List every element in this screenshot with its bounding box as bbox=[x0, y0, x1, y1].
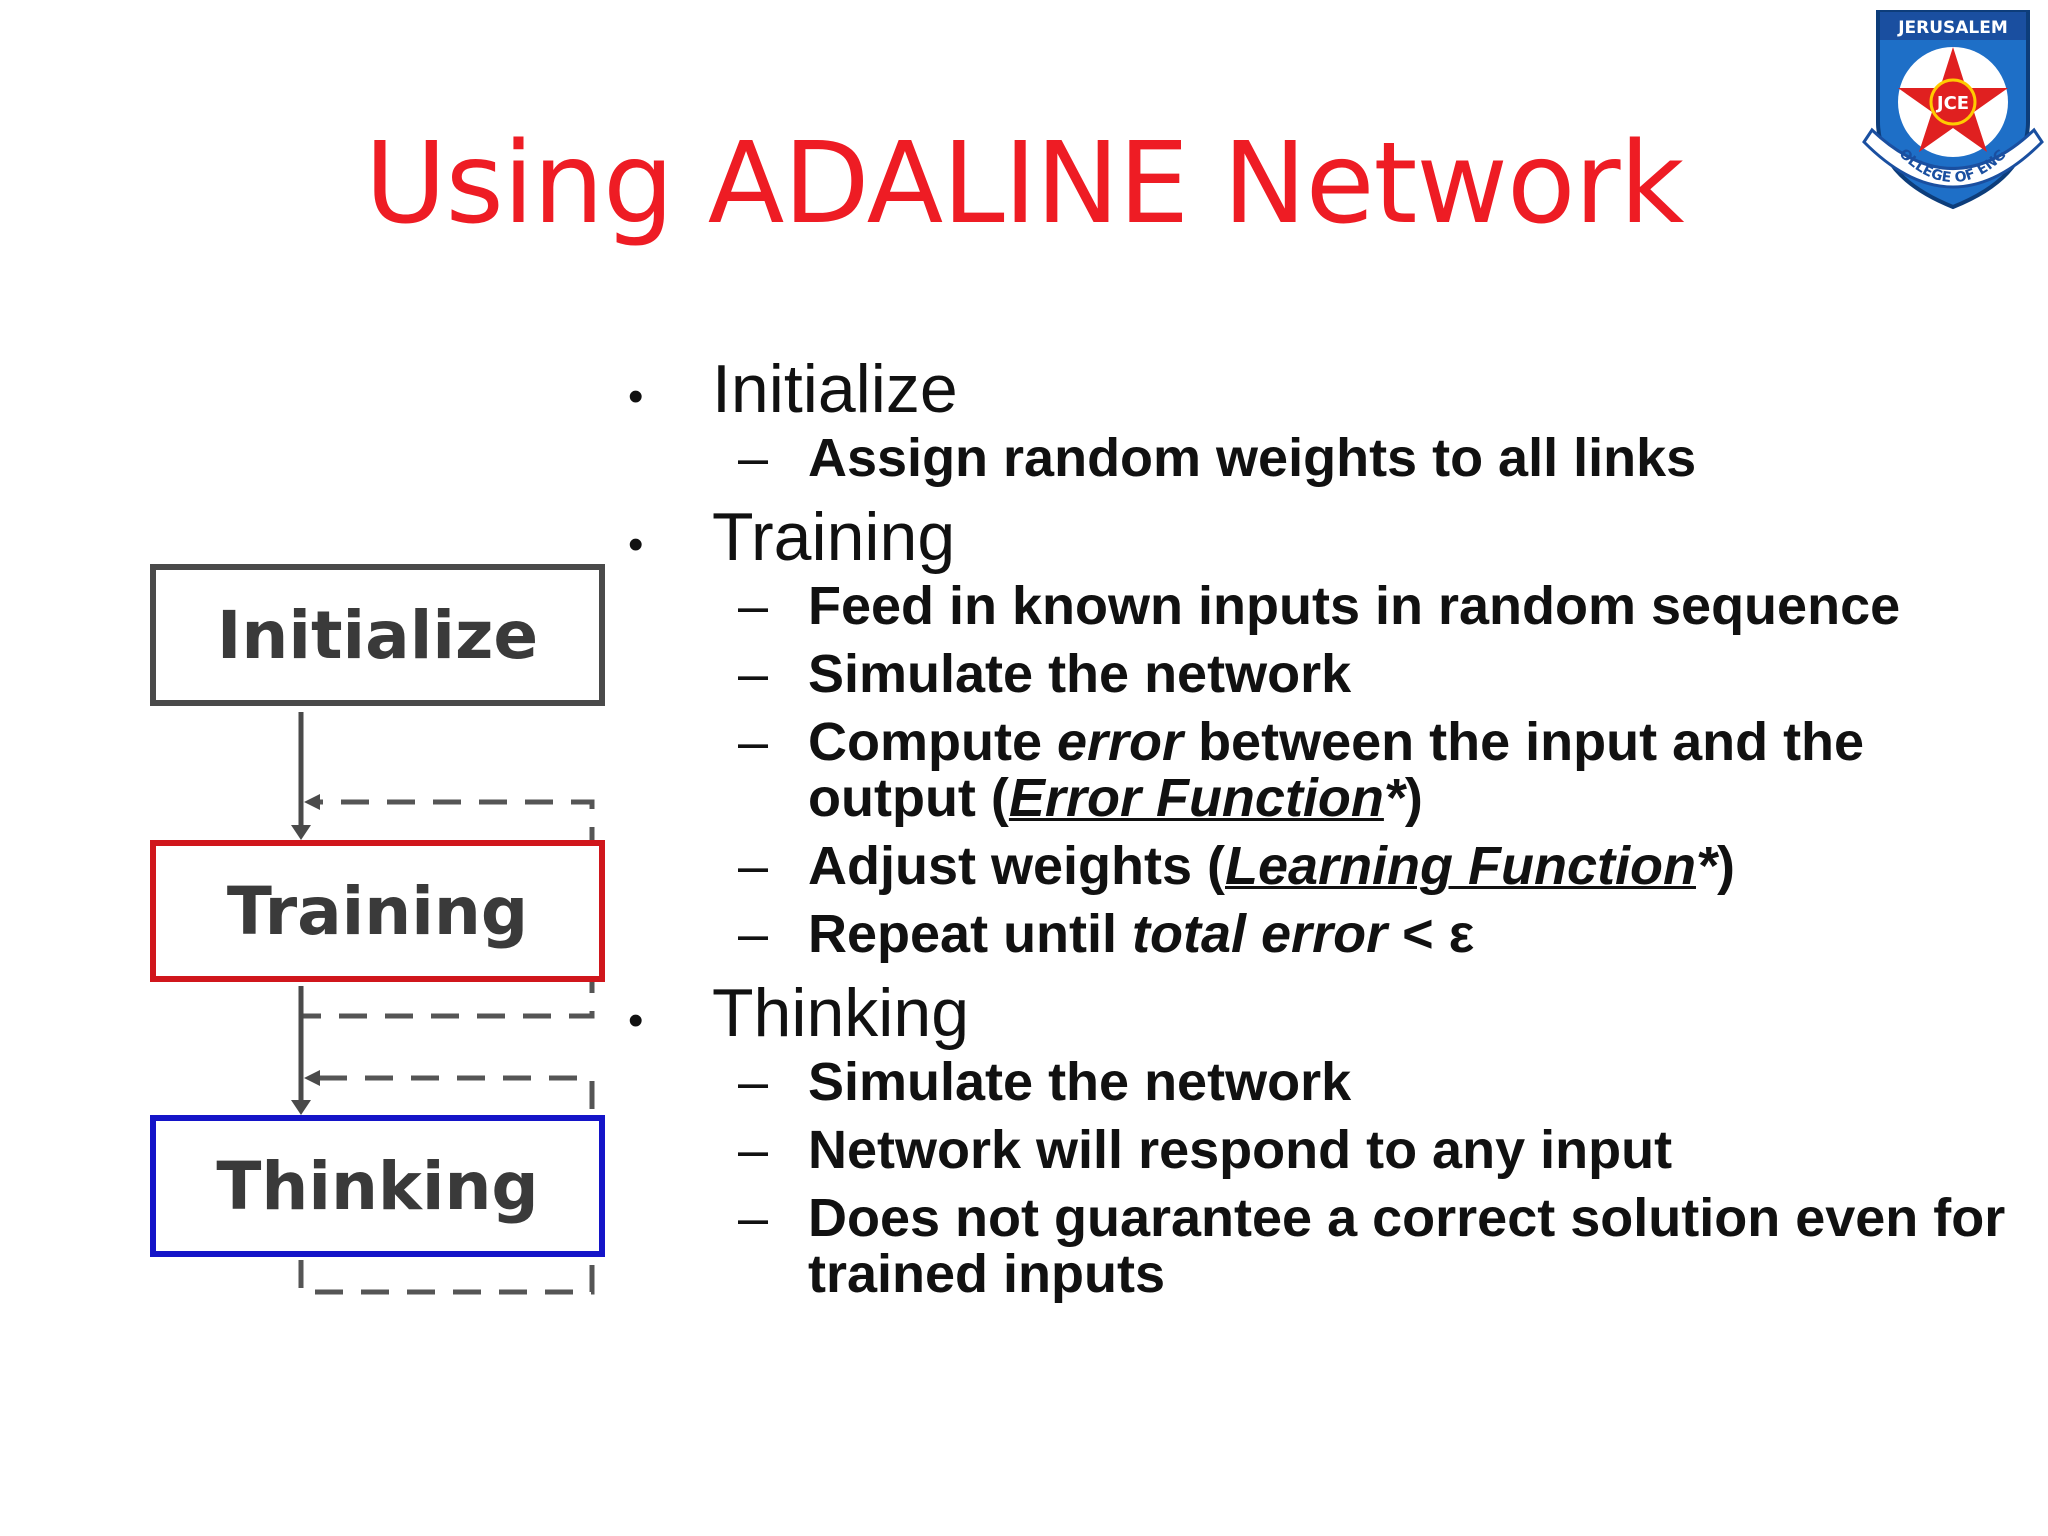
dash-icon: – bbox=[738, 1188, 769, 1248]
sub-item: –Simulate the network bbox=[620, 1054, 2040, 1110]
sub-list: –Feed in known inputs in random sequence… bbox=[620, 578, 2040, 962]
sub-item: –Repeat until total error < ε bbox=[620, 906, 2040, 962]
dash-icon: – bbox=[738, 904, 769, 964]
logo-center-text: JCE bbox=[1935, 93, 1969, 114]
sub-item-text: Adjust weights ( bbox=[808, 836, 1225, 896]
sub-list: –Simulate the network–Network will respo… bbox=[620, 1054, 2040, 1302]
sub-item-text: < ε bbox=[1387, 904, 1475, 964]
dash-icon: – bbox=[738, 576, 769, 636]
stage-initialize: Initialize bbox=[150, 564, 605, 706]
bullet-icon: • bbox=[628, 372, 644, 421]
section-heading-row: • Initialize bbox=[620, 350, 2040, 430]
stage-initialize-label: Initialize bbox=[216, 596, 539, 674]
section-heading: Initialize bbox=[712, 351, 958, 427]
sub-item: –Adjust weights (Learning Function*) bbox=[620, 838, 2040, 894]
bullet-icon: • bbox=[628, 996, 644, 1045]
sub-item-text: * bbox=[1695, 836, 1717, 896]
arrow-head-2 bbox=[291, 1100, 311, 1115]
thinking-loop-arrowhead bbox=[304, 1070, 320, 1086]
sub-item-text: Learning Function bbox=[1225, 836, 1696, 896]
college-logo: JERUSALEM JCE COLLEGE OF ENGG bbox=[1858, 2, 2044, 210]
dash-icon: – bbox=[738, 428, 769, 488]
section-heading-row: • Thinking bbox=[620, 974, 2040, 1054]
dash-icon: – bbox=[738, 712, 769, 772]
flow-connectors bbox=[291, 712, 595, 1295]
dash-icon: – bbox=[738, 1120, 769, 1180]
sub-item-text: * bbox=[1383, 768, 1405, 828]
dash-icon: – bbox=[738, 1052, 769, 1112]
logo-center bbox=[1929, 78, 1977, 126]
sub-item: –Compute error between the input and the… bbox=[620, 714, 2040, 826]
stage-training: Training bbox=[150, 840, 605, 982]
stage-training-label: Training bbox=[226, 872, 529, 950]
stage-thinking: Thinking bbox=[150, 1115, 605, 1257]
dash-icon: – bbox=[738, 644, 769, 704]
sub-item-text: Simulate the network bbox=[808, 644, 1352, 704]
sub-item-text: Network will respond to any input bbox=[808, 1120, 1673, 1180]
sub-list: –Assign random weights to all links bbox=[620, 430, 2040, 486]
section-training: •Training–Feed in known inputs in random… bbox=[620, 498, 2040, 962]
sub-item-text: between the input and the output ( bbox=[808, 712, 1865, 828]
bullet-icon: • bbox=[628, 520, 644, 569]
sub-item: –Network will respond to any input bbox=[620, 1122, 2040, 1178]
logo-banner bbox=[1880, 12, 2026, 40]
logo-top-text: JERUSALEM bbox=[1897, 18, 2008, 38]
arrow-head-1 bbox=[291, 825, 311, 840]
dash-icon: – bbox=[738, 836, 769, 896]
sub-item: –Simulate the network bbox=[620, 646, 2040, 702]
sub-item-text: Compute bbox=[808, 712, 1057, 772]
sub-item-text: Feed in known inputs in random sequence bbox=[808, 576, 1901, 636]
thinking-feedback-loop bbox=[298, 1075, 595, 1295]
sub-item: –Assign random weights to all links bbox=[620, 430, 2040, 486]
sub-item-text: ) bbox=[1404, 768, 1423, 828]
section-heading: Training bbox=[712, 499, 956, 575]
flow-diagram: Initialize Training Thinking bbox=[70, 550, 610, 1310]
section-initialize: • Initialize–Assign random weights to all… bbox=[620, 350, 2040, 486]
sub-item: –Does not guarantee a correct solution e… bbox=[620, 1190, 2040, 1302]
sub-item-text: total error bbox=[1132, 904, 1388, 964]
sub-item-text: Error Function bbox=[1008, 768, 1384, 828]
section-heading-row: • Training bbox=[620, 498, 2040, 578]
sub-item-text: Repeat until bbox=[808, 904, 1133, 964]
section-heading: Thinking bbox=[712, 975, 970, 1051]
slide-title: Using ADALINE Network bbox=[364, 119, 1685, 249]
logo-ribbon bbox=[1862, 127, 2044, 189]
bullet-list: •Initialize–Assign random weights to all… bbox=[620, 350, 2040, 1314]
sub-item: –Feed in known inputs in random sequence bbox=[620, 578, 2040, 634]
sub-item-text: ) bbox=[1717, 836, 1735, 896]
training-loop-arrowhead bbox=[304, 794, 320, 810]
sub-item-text: Does not guarantee a correct solution ev… bbox=[808, 1188, 2006, 1304]
section-thinking: •Thinking–Simulate the network–Network w… bbox=[620, 974, 2040, 1302]
sub-item-text: error bbox=[1057, 712, 1184, 772]
stage-thinking-label: Thinking bbox=[216, 1147, 539, 1225]
sub-item-text: Assign random weights to all links bbox=[808, 428, 1697, 488]
sub-item-text: Simulate the network bbox=[808, 1052, 1352, 1112]
